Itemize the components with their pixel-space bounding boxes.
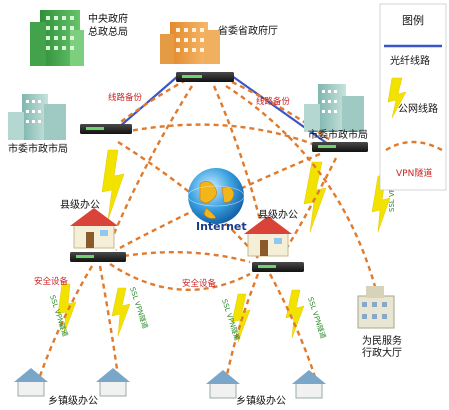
public-line-township-r1 xyxy=(231,293,251,343)
vpn-tunnels xyxy=(38,78,378,381)
vpn-city-left-city-right xyxy=(123,123,319,148)
provincial-label: 省委省政府厅 xyxy=(218,24,278,37)
internet-label: Internet xyxy=(196,220,247,233)
vpn-prov-city-left xyxy=(117,78,187,125)
public-line-city-left xyxy=(101,149,125,221)
provincial-building-icon xyxy=(160,22,220,64)
device-provincial xyxy=(176,72,234,82)
fiber-line-right xyxy=(231,75,329,145)
central-label: 中央政府总政总局 xyxy=(88,12,128,38)
device-city-right xyxy=(312,142,368,152)
internet-cloud: Internet xyxy=(187,168,247,233)
public-line-township-r2 xyxy=(285,289,305,339)
fiber-lines xyxy=(117,75,329,145)
ssl-vpn-label-4: SSL VPN隧道 xyxy=(306,296,328,340)
vpn-county-l-town-1 xyxy=(38,265,94,377)
fiber-line-left xyxy=(117,75,179,129)
vpn-county-link xyxy=(123,250,251,264)
security-center-label: 安全设备 xyxy=(182,278,217,289)
vpn-county-r-town-2 xyxy=(268,273,318,381)
legend-vpn-swatch xyxy=(385,140,443,152)
county-right-label: 县级办公 xyxy=(258,208,298,221)
vpn-prov-service xyxy=(225,84,378,291)
backup-left-label: 线路备份 xyxy=(108,92,143,103)
city-left-building-icon xyxy=(8,94,66,140)
legend-fiber-label: 光纤线路 xyxy=(390,54,430,67)
vpn-county-r-town-1 xyxy=(224,273,260,381)
county-right-building-icon xyxy=(244,216,292,257)
vpn-city-right-county-left xyxy=(115,152,321,252)
legend-public-swatch xyxy=(387,77,407,119)
legend-public-label: 公网线路 xyxy=(398,102,438,115)
vpn-city-right-county-right xyxy=(280,157,338,257)
device-county-left xyxy=(70,252,126,262)
device-city-left xyxy=(80,124,132,134)
network-devices xyxy=(70,72,368,272)
vpn-county-l-to-r xyxy=(109,262,251,291)
globe-continents xyxy=(199,181,235,219)
node-labels: 中央政府总政总局 省委省政府厅 市委市政市局 市委市政市局 县级办公 县级办公 … xyxy=(8,12,402,407)
county-left-label: 县级办公 xyxy=(60,198,100,211)
township-left-label: 乡镇级办公 xyxy=(48,394,98,407)
public-line-township-l1 xyxy=(57,283,77,335)
township-left-houses-icon xyxy=(14,368,130,397)
county-left-building-icon xyxy=(70,208,118,249)
public-line-township-l2 xyxy=(111,287,131,337)
township-right-label: 乡镇级办公 xyxy=(236,394,286,407)
city-left-label: 市委市政市局 xyxy=(8,142,68,155)
public-line-city-right xyxy=(303,161,327,233)
service-hall-label: 为民服务行政大厅 xyxy=(362,334,402,359)
vpn-county-l-town-2 xyxy=(98,265,120,377)
vpn-prov-county-left xyxy=(106,85,194,249)
ssl-vpn-label-5: SSL VPN隧道 xyxy=(387,169,396,212)
township-right-houses-icon xyxy=(206,370,326,399)
city-right-building-icon xyxy=(304,84,364,132)
public-lines xyxy=(57,149,391,343)
security-left-label: 安全设备 xyxy=(34,276,69,287)
city-right-label: 市委市政市局 xyxy=(308,128,368,141)
device-county-right xyxy=(252,262,304,272)
ssl-vpn-label-2: SSL VPN隧道 xyxy=(128,286,150,330)
service-hall-building-icon xyxy=(357,286,395,329)
legend-title: 图例 xyxy=(402,13,424,27)
central-building-icon xyxy=(30,10,84,66)
backup-right-label: 线路备份 xyxy=(256,96,291,107)
vpn-prov-city-right xyxy=(231,80,331,141)
legend: 图例 光纤线路 公网线路 VPN隧道 xyxy=(379,3,447,191)
legend-vpn-label: VPN隧道 xyxy=(396,167,432,179)
